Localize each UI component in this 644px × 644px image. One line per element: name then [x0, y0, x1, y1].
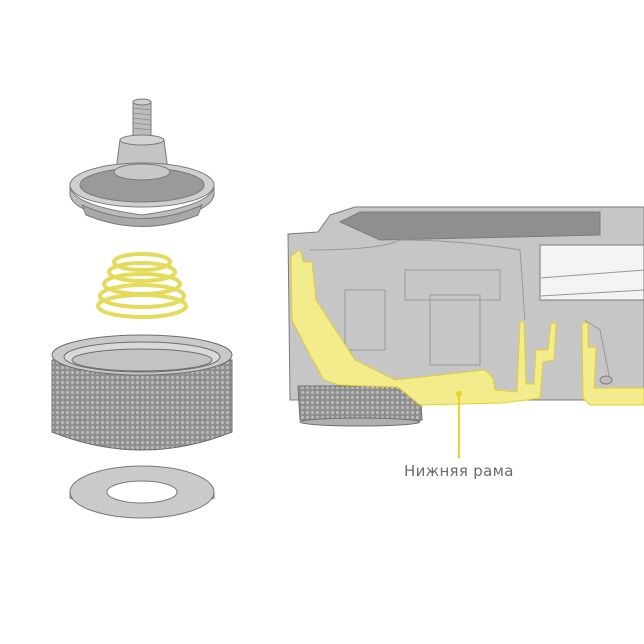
foot-knob [297, 385, 423, 427]
callout-label-lower-frame: Нижняя рама [404, 462, 514, 480]
callout-leader [456, 391, 462, 458]
spring [96, 252, 188, 319]
housing-cross-section [287, 206, 644, 401]
lower-frame-highlight [290, 249, 644, 406]
knurled-ring [51, 334, 233, 451]
washer [69, 465, 215, 519]
adjuster-knob [69, 98, 215, 227]
